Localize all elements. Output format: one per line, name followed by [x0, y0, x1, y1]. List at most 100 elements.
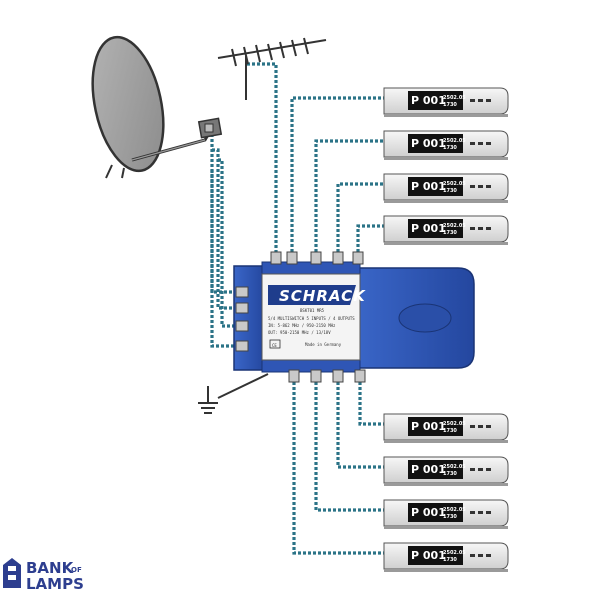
receiver-display: [408, 503, 463, 522]
receiver-time: 1730: [443, 230, 457, 236]
receiver-button: [470, 511, 475, 514]
receiver-button: [486, 185, 491, 188]
spec-line-1: 5/4 MULTISWITCH 5 INPUTS / 4 OUTPUTS: [268, 316, 355, 321]
receiver-button: [486, 142, 491, 145]
receiver-base: [384, 200, 508, 203]
brand-logo: SCHRACK: [279, 287, 366, 305]
receiver-channel: P 001: [411, 420, 446, 433]
receiver-button: [470, 554, 475, 557]
coax-cables: [210, 62, 386, 555]
receiver-base: [384, 157, 508, 160]
receiver-channel: P 001: [411, 180, 446, 193]
receiver-display: [408, 91, 463, 110]
multiswitch-unit: SCHRACK BSKT01 MR5 5/4 MULTISWITCH 5 INP…: [233, 251, 475, 383]
bank-of-lamps-logo: BANK OF LAMPS: [3, 558, 84, 593]
coax-cable-4: [210, 170, 236, 348]
receiver-display: [408, 219, 463, 238]
receiver-base: [384, 483, 508, 486]
receiver-button: [486, 468, 491, 471]
receiver-button: [470, 425, 475, 428]
receiver-base: [384, 526, 508, 529]
ce-mark-icon: [269, 339, 281, 349]
receiver-button: [478, 468, 483, 471]
receiver-button: [486, 227, 491, 230]
coax-cable-5: [290, 96, 386, 262]
receiver-button: [478, 554, 483, 557]
receiver-channel: P 001: [411, 137, 446, 150]
receiver-base: [384, 114, 508, 117]
satellite-dish-icon: [91, 35, 223, 179]
receiver-button: [486, 99, 491, 102]
receiver-button: [478, 185, 483, 188]
receiver-freq: 2502.05: [443, 507, 466, 513]
receiver-freq: 2502.05: [443, 421, 466, 427]
output-connector-top-2: [310, 251, 322, 265]
receiver-freq: 2502.05: [443, 181, 466, 187]
receiver-display: [408, 460, 463, 479]
output-connector-top-0: [270, 251, 282, 265]
receiver-time: 1730: [443, 471, 457, 477]
receiver-button: [486, 554, 491, 557]
receiver-button: [478, 142, 483, 145]
receiver-time: 1730: [443, 557, 457, 563]
coax-cable-12: [358, 372, 386, 426]
receiver-display: [408, 546, 463, 565]
receiver-freq: 2502.05: [443, 223, 466, 229]
coax-cable-1: [210, 134, 236, 294]
terrestrial-antenna-icon: [217, 37, 327, 100]
spec-line-3: OUT: 950-2150 MHz / 13/18V: [268, 330, 331, 335]
coax-cable-10: [314, 372, 386, 512]
receiver-channel: P 001: [411, 463, 446, 476]
receiver-display: [408, 134, 463, 153]
receiver-time: 1730: [443, 145, 457, 151]
coax-cable-3: [218, 158, 236, 328]
model-label: BSKT01 MR5: [300, 308, 325, 313]
receiver-freq: 2502.05: [443, 464, 466, 470]
ce-mark-icon: CE: [272, 343, 277, 348]
input-connector-3: [235, 340, 249, 352]
output-connector-top-4: [352, 251, 364, 265]
receiver-channel: P 001: [411, 506, 446, 519]
receiver-button: [478, 425, 483, 428]
receiver-button: [486, 511, 491, 514]
coax-cable-7: [336, 182, 386, 262]
receiver-base: [384, 569, 508, 572]
receiver-button: [478, 227, 483, 230]
receiver-time: 1730: [443, 188, 457, 194]
output-connector-bottom-3: [354, 369, 366, 383]
made-in-label: Made in Germany: [305, 342, 342, 347]
receiver-freq: 2502.05: [443, 95, 466, 101]
coax-cable-11: [336, 372, 386, 469]
output-connector-bottom-1: [310, 369, 322, 383]
coax-cable-0: [247, 62, 278, 262]
receiver-base: [384, 440, 508, 443]
receiver-display: [408, 417, 463, 436]
receiver-button: [470, 142, 475, 145]
receiver-button: [470, 185, 475, 188]
receiver-button: [478, 99, 483, 102]
coax-cable-2: [212, 148, 236, 310]
output-connector-top-3: [332, 251, 344, 265]
ground-symbol-icon: [198, 373, 269, 414]
output-connector-bottom-0: [288, 369, 300, 383]
input-connector-2: [235, 320, 249, 332]
receiver-button: [478, 511, 483, 514]
input-connector-0: [235, 286, 249, 298]
receiver-freq: 2502.05: [443, 550, 466, 556]
receiver-base: [384, 242, 508, 245]
logo-lamps: LAMPS: [26, 575, 84, 593]
receiver-display: [408, 177, 463, 196]
receiver-channel: P 001: [411, 549, 446, 562]
receiver-button: [470, 227, 475, 230]
receiver-channel: P 001: [411, 222, 446, 235]
output-connector-bottom-2: [332, 369, 344, 383]
